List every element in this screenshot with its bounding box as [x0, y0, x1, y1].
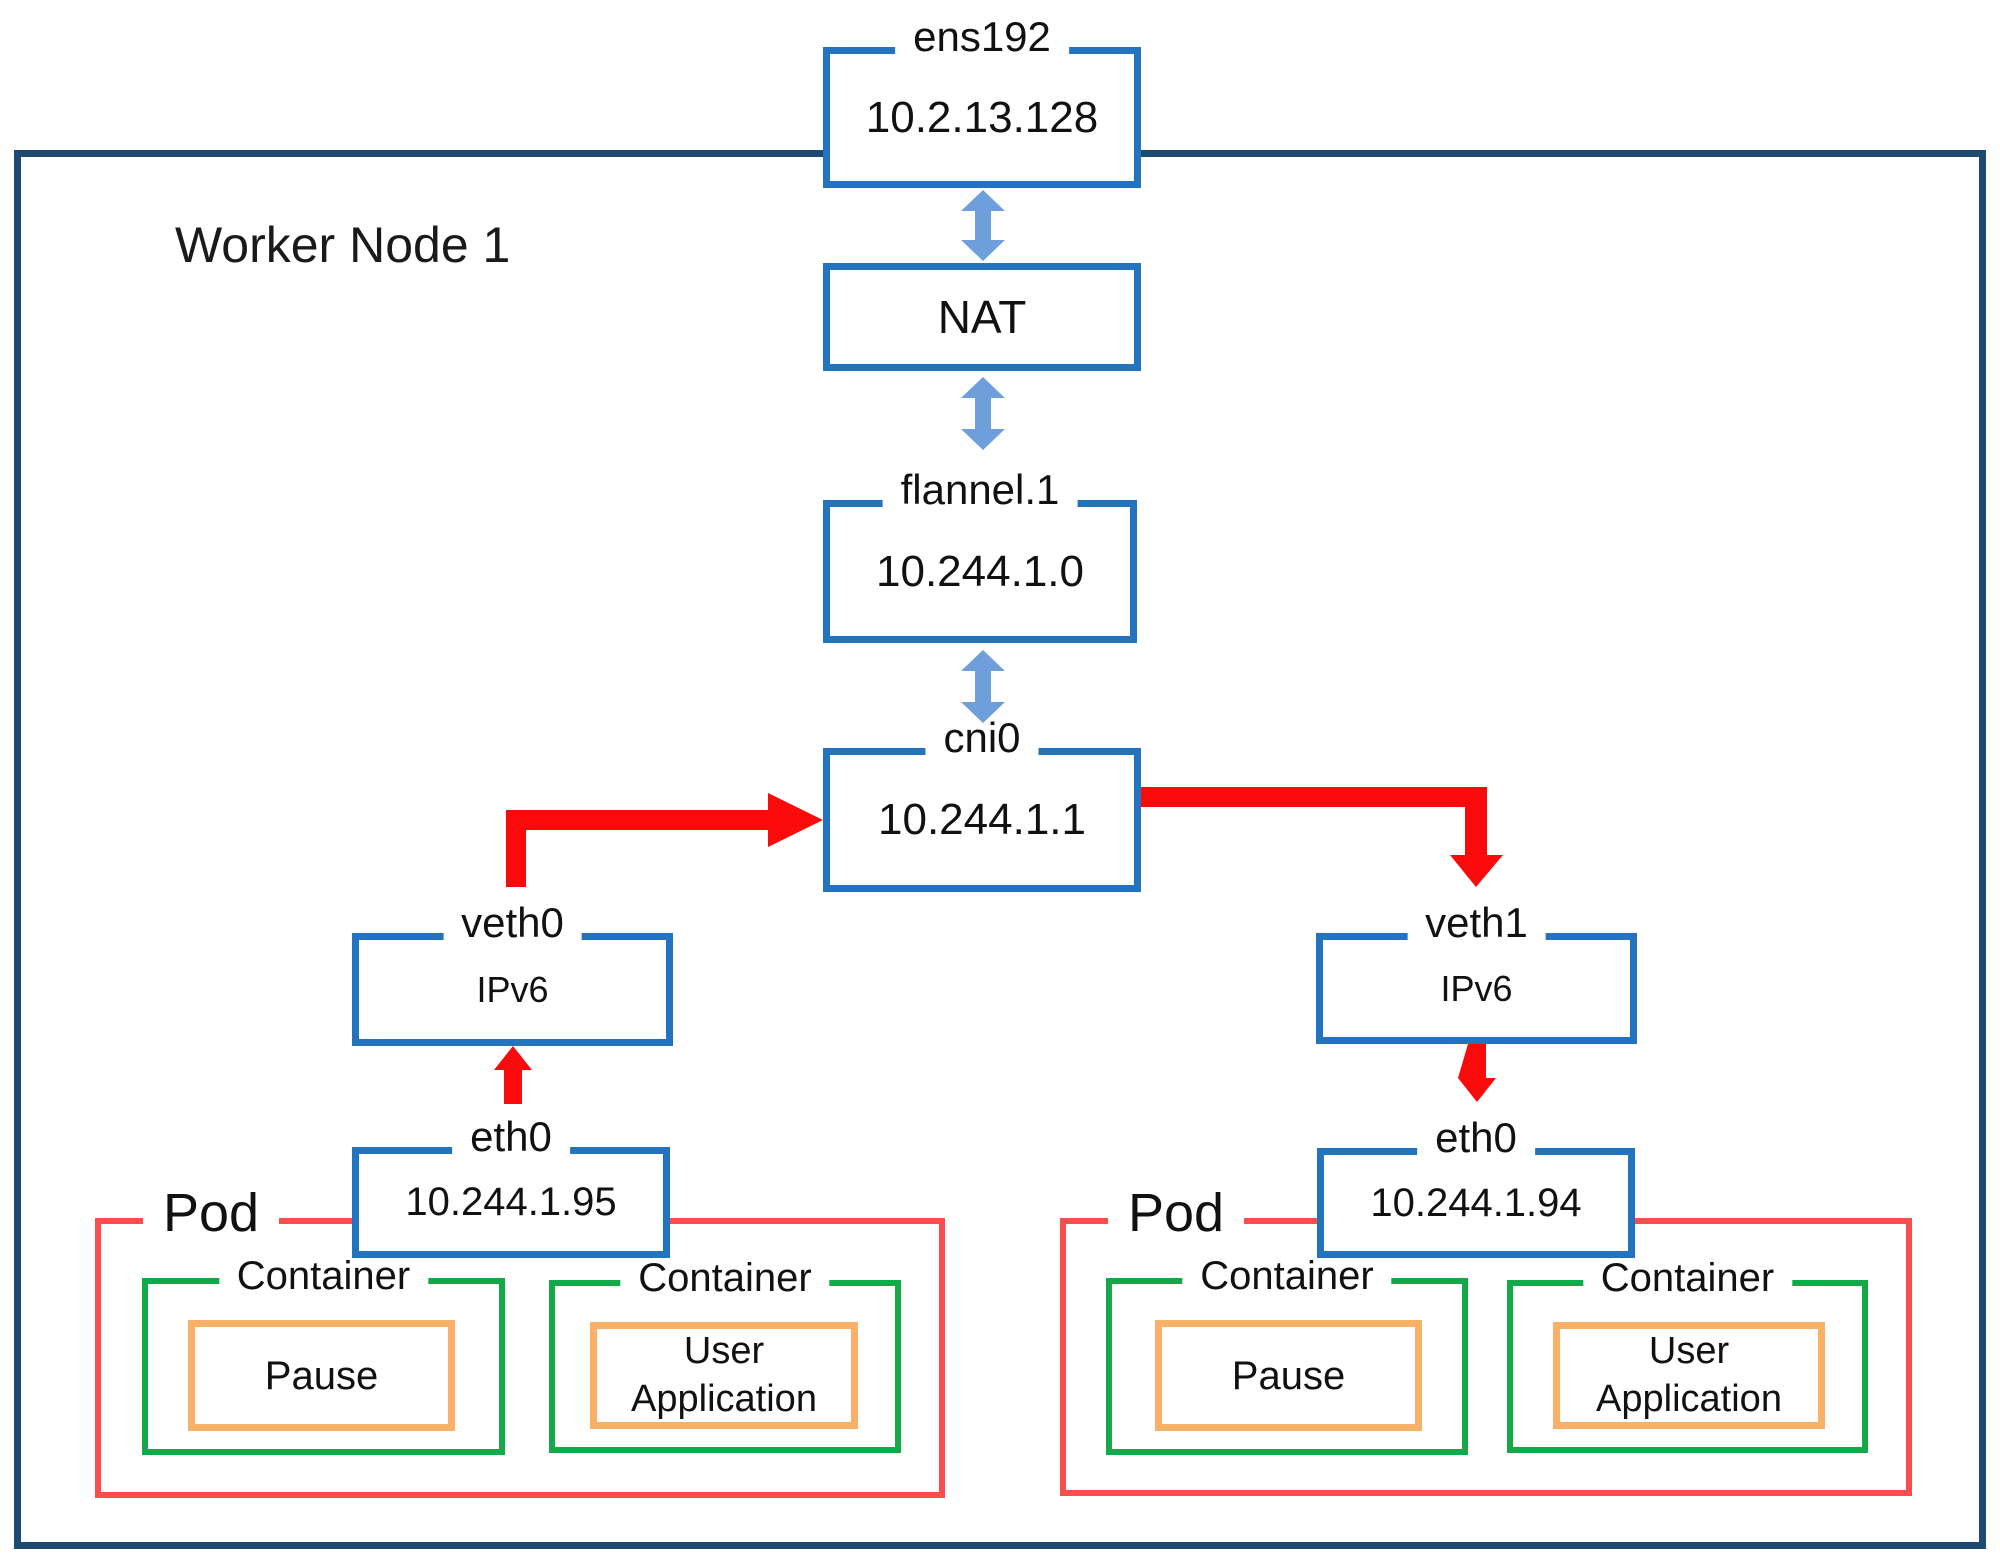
user-application-box: User Application: [590, 1322, 858, 1429]
flannel-box: flannel.1 10.244.1.0: [823, 466, 1137, 643]
ens192-ip: 10.2.13.128: [865, 92, 1099, 142]
eth0-right-box: eth0 10.244.1.94: [1317, 1114, 1635, 1258]
user-application-label: User Application: [1596, 1330, 1782, 1420]
eth0-left-ip: 10.244.1.95: [405, 1180, 617, 1224]
eth0-right-label: eth0: [1417, 1114, 1535, 1162]
container-label: Container: [218, 1254, 429, 1298]
arrow-eth0-to-veth0: [494, 1046, 532, 1104]
veth1-label: veth1: [1407, 899, 1546, 947]
eth0-left-label: eth0: [452, 1113, 570, 1161]
arrow-nat-flannel: [961, 377, 1005, 450]
user-application-label: User Application: [631, 1330, 817, 1420]
container-label: Container: [1182, 1254, 1392, 1298]
pause-box: Pause: [1155, 1320, 1422, 1431]
eth0-left-box: eth0 10.244.1.95: [352, 1113, 670, 1258]
pod-right-label: Pod: [1108, 1182, 1245, 1245]
veth1-ip: IPv6: [1440, 967, 1513, 1009]
flannel-ip: 10.244.1.0: [876, 546, 1084, 596]
container-box: Container: [549, 1256, 901, 1453]
flannel-label: flannel.1: [882, 466, 1078, 514]
veth1-box: veth1 IPv6: [1316, 899, 1637, 1044]
container-box: Container: [142, 1254, 505, 1455]
flow-arrow-cni0-to-veth1: [1141, 787, 1503, 887]
arrow-veth1-to-eth0: [1458, 1044, 1496, 1102]
eth0-right-ip: 10.244.1.94: [1370, 1180, 1582, 1225]
ens192-label: ens192: [895, 13, 1069, 61]
arrow-ens192-nat: [961, 190, 1005, 261]
pause-label: Pause: [264, 1353, 379, 1398]
pod-left-label: Pod: [143, 1182, 280, 1245]
veth0-box: veth0 IPv6: [352, 899, 673, 1046]
ens192-box: ens192 10.2.13.128: [823, 13, 1141, 188]
pause-label: Pause: [1231, 1353, 1346, 1398]
nat-box: NAT: [823, 263, 1141, 371]
nat-label: NAT: [937, 291, 1027, 343]
cni0-box: cni0 10.244.1.1: [823, 714, 1141, 892]
veth0-label: veth0: [443, 899, 582, 947]
flow-arrow-veth0-to-cni0: [506, 793, 823, 887]
container-box: Container: [1106, 1254, 1468, 1455]
pause-box: Pause: [188, 1320, 455, 1431]
arrow-flannel-cni0: [961, 650, 1005, 723]
cni0-ip: 10.244.1.1: [878, 795, 1086, 844]
user-application-box: User Application: [1553, 1322, 1825, 1429]
container-box: Container: [1507, 1256, 1868, 1453]
container-label: Container: [620, 1256, 830, 1300]
container-label: Container: [1582, 1256, 1793, 1300]
veth0-ip: IPv6: [476, 968, 549, 1010]
worker-node-title: Worker Node 1: [175, 217, 511, 273]
